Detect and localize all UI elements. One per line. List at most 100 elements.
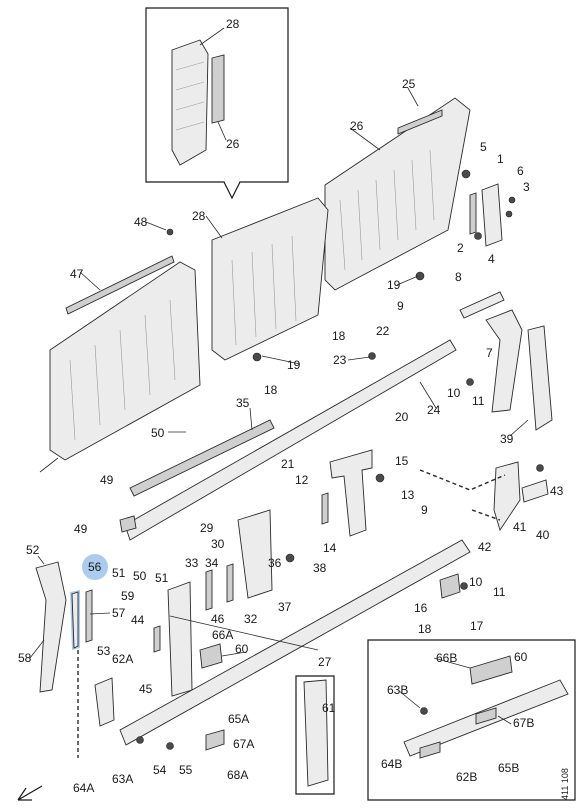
callout: 64A (73, 781, 94, 795)
callout: 34 (205, 556, 219, 570)
callout: 11 (493, 585, 506, 599)
callout: 10 (447, 386, 461, 400)
inset-detail-61 (295, 675, 335, 795)
callout: 62A (112, 652, 133, 666)
callout: 26 (226, 137, 240, 151)
callout: 28 (226, 17, 240, 31)
right-bracket-group (419, 461, 549, 532)
post-assemblies (153, 449, 373, 697)
callout: 60 (235, 642, 249, 656)
callout: 64B (381, 757, 402, 771)
callout: 18 (418, 622, 432, 636)
callout: 26 (350, 119, 364, 133)
callout: 55 (179, 763, 193, 777)
callout: 27 (318, 655, 332, 669)
callout: 30 (211, 537, 225, 551)
callout: 10 (469, 575, 483, 589)
callout-labels: 28 26 25 26 5 1 6 3 2 4 48 28 47 19 8 9 … (18, 17, 570, 800)
callout: 44 (131, 613, 145, 627)
callout: 16 (414, 601, 428, 615)
callout: 29 (200, 521, 214, 535)
callout: 23 (333, 353, 347, 367)
callout: 48 (134, 215, 148, 229)
leader-lines (29, 221, 529, 725)
callout: 49 (100, 473, 114, 487)
callout: 49 (74, 522, 88, 536)
callout: 37 (278, 600, 292, 614)
callout: 2 (457, 241, 464, 255)
rail-27 (119, 539, 471, 746)
callout: 41 (513, 520, 527, 534)
callout: 1 (497, 152, 504, 166)
callout: 21 (281, 457, 295, 471)
callout: 67A (233, 737, 254, 751)
callout: 19 (287, 358, 301, 372)
callout: 9 (421, 503, 428, 517)
callout: 42 (478, 540, 492, 554)
callout: 46 (211, 612, 225, 626)
callout: 36 (268, 556, 282, 570)
callout: 59 (121, 589, 135, 603)
callout: 4 (488, 252, 495, 266)
callout: 51 (155, 571, 169, 585)
callout: 66A (212, 628, 233, 642)
callout: 11 (472, 394, 485, 408)
callout: 57 (112, 606, 126, 620)
callout: 40 (536, 528, 550, 542)
callout: 13 (401, 488, 415, 502)
callout: 54 (153, 763, 167, 777)
callout: 65A (228, 712, 249, 726)
callout: 63A (112, 772, 133, 786)
callout: 53 (97, 644, 111, 658)
callout: 56 (88, 560, 102, 574)
callout: 35 (236, 396, 250, 410)
callout: 17 (470, 619, 484, 633)
callout: 51 (112, 566, 126, 580)
callout: 63B (387, 683, 408, 697)
callout: 67B (513, 716, 534, 730)
callout: 19 (387, 278, 401, 292)
reference-code: 411 108 (560, 768, 570, 800)
callout: 5 (480, 140, 487, 154)
callout: 20 (395, 410, 409, 424)
callout: 52 (26, 543, 40, 557)
callout: 32 (244, 612, 258, 626)
callout: 38 (313, 561, 327, 575)
callout: 9 (397, 299, 404, 313)
callout: 18 (332, 329, 346, 343)
inset-detail-bottom-right (367, 639, 576, 801)
left-end-group (35, 554, 115, 758)
rail-20 (124, 339, 457, 541)
callout: 66B (436, 651, 457, 665)
callout: 18 (264, 383, 278, 397)
callout: 14 (323, 541, 337, 555)
callout: 25 (402, 77, 416, 91)
hardware-fasteners (119, 228, 544, 751)
callout: 50 (151, 426, 165, 440)
callout: 15 (395, 454, 409, 468)
callout: 7 (486, 346, 493, 360)
direction-arrow-icon (17, 785, 43, 801)
callout: 61 (322, 701, 336, 715)
callout: 65B (498, 761, 519, 775)
front-panel-31 (39, 255, 201, 473)
callout: 22 (376, 324, 390, 338)
callout: 28 (192, 209, 206, 223)
back-panel-25 (324, 87, 471, 291)
callout: 43 (550, 484, 564, 498)
callout: 33 (185, 556, 199, 570)
callout: 24 (427, 403, 441, 417)
callout: 3 (523, 180, 530, 194)
right-hinge-group (459, 169, 553, 431)
callout: 45 (139, 682, 153, 696)
callout: 60 (514, 650, 528, 664)
callout: 12 (295, 473, 309, 487)
middle-panel-28 (205, 197, 329, 361)
callout: 8 (455, 270, 462, 284)
callout: 58 (18, 651, 32, 665)
inset-detail-top (145, 7, 289, 200)
callout: 62B (456, 770, 477, 784)
callout: 6 (517, 164, 524, 178)
callout: 47 (70, 267, 84, 281)
